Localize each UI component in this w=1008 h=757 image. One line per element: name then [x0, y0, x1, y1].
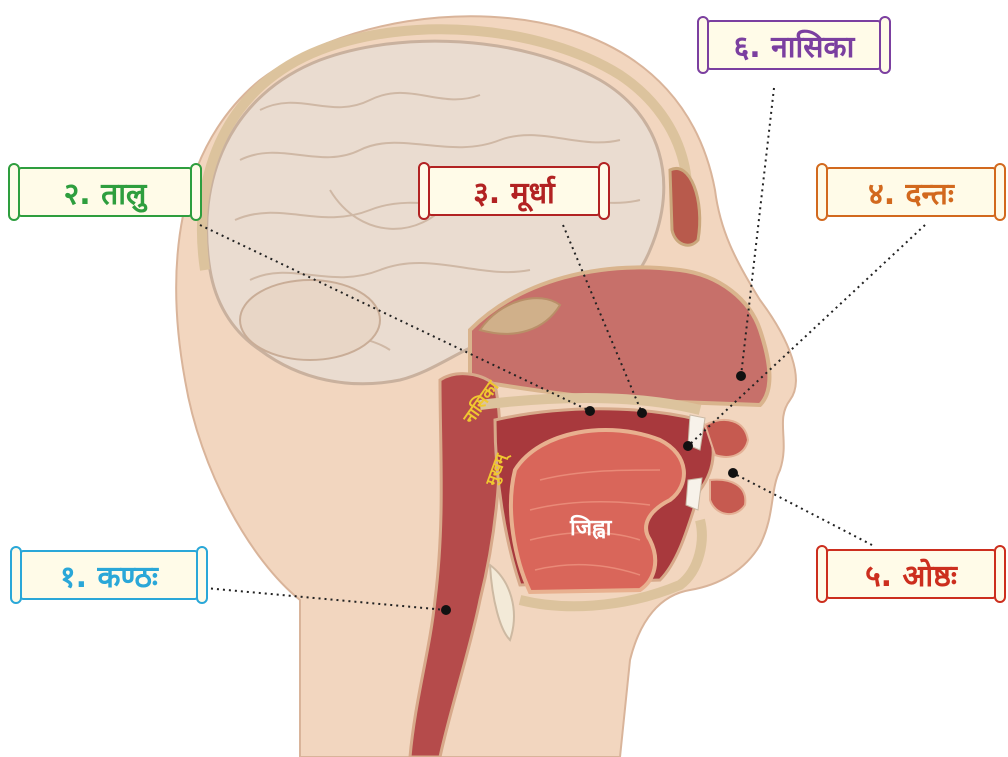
inner-label-jihva: जिह्वा — [569, 514, 613, 541]
point-kantha — [441, 605, 451, 615]
label-kantha-text: १. कण्ठः — [20, 550, 198, 600]
point-murdha — [637, 408, 647, 418]
point-talu — [585, 406, 595, 416]
label-murdha: ३. मूर्धा — [418, 162, 610, 220]
label-oshtha-text: ५. ओष्ठः — [826, 549, 996, 599]
label-oshtha: ५. ओष्ठः — [816, 545, 1006, 603]
point-nasika — [736, 371, 746, 381]
point-danta — [683, 441, 693, 451]
label-murdha-text: ३. मूर्धा — [428, 166, 600, 216]
label-kantha: १. कण्ठः — [10, 546, 208, 604]
label-talu-text: २. तालु — [18, 167, 192, 217]
label-danta: ४. दन्तः — [816, 163, 1006, 221]
cerebellum — [240, 280, 380, 360]
label-talu: २. तालु — [8, 163, 202, 221]
label-nasika-text: ६. नासिका — [707, 20, 881, 70]
point-oshtha — [728, 468, 738, 478]
label-nasika: ६. नासिका — [697, 16, 891, 74]
label-danta-text: ४. दन्तः — [826, 167, 996, 217]
